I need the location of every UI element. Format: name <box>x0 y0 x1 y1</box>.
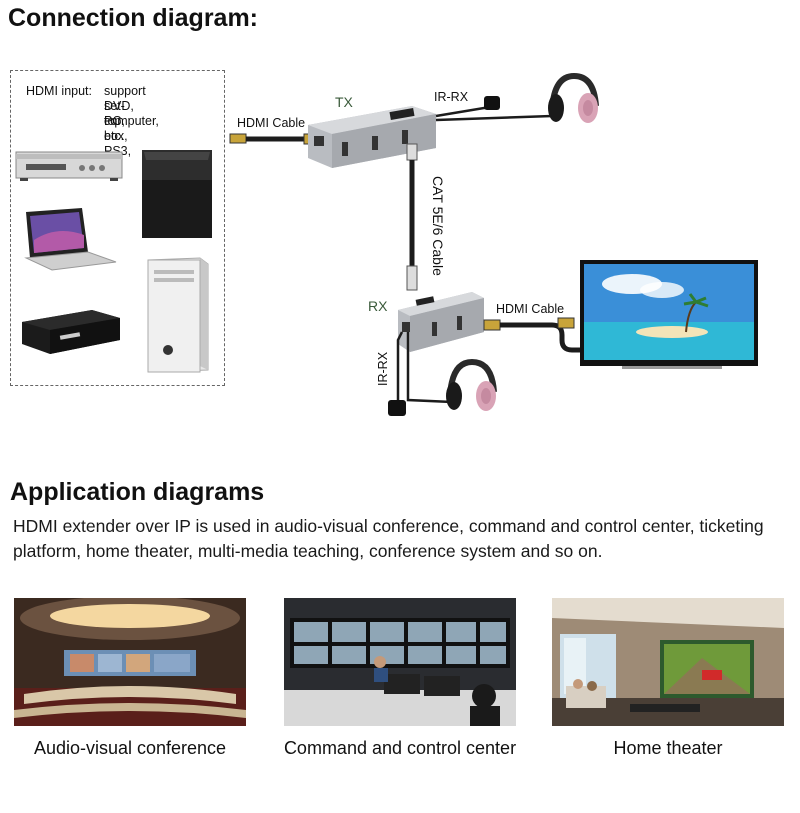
hdmi-cable-right-label: HDMI Cable <box>496 302 565 316</box>
headphones-bottom-icon <box>446 358 497 411</box>
ir-rx-bottom-label: IR-RX <box>376 351 390 386</box>
input-devices-illustration <box>15 150 212 373</box>
input-line-1: support DVD, PC, <box>104 84 146 128</box>
home-theater-photo <box>552 598 784 726</box>
headphones-top-icon <box>548 72 599 123</box>
connection-diagram-title: Connection diagram: <box>8 4 259 32</box>
input-description: HDMI input: support DVD, PC, set-top box… <box>26 84 159 158</box>
caption-home-theater: Home theater <box>613 738 723 758</box>
wiring-diagram <box>229 72 758 416</box>
application-description: HDMI extender over IP is used in audio-v… <box>13 516 764 561</box>
input-line-3: computer, etc. <box>104 114 159 143</box>
conference-photo <box>14 598 246 726</box>
input-label: HDMI input: <box>26 84 92 98</box>
set-top-box-icon <box>22 310 120 354</box>
hdmi-cable-left <box>229 133 321 145</box>
tx-label: TX <box>335 94 353 110</box>
game-console-icon <box>142 150 212 238</box>
cat-cable <box>406 143 418 291</box>
audio-cable-top <box>435 114 553 122</box>
laptop-icon <box>24 208 117 271</box>
rx-extender <box>398 292 484 352</box>
application-diagrams-title: Application diagrams <box>10 478 265 506</box>
tv-display-icon <box>580 260 758 369</box>
audio-cable-bottom <box>406 332 453 404</box>
pc-tower-icon <box>147 257 209 373</box>
hdmi-cable-right <box>483 317 580 353</box>
ir-rx-top-cable <box>435 96 500 118</box>
rx-label: RX <box>368 298 388 314</box>
hdmi-cable-left-label: HDMI Cable <box>237 116 306 130</box>
control-center-photo <box>284 598 516 726</box>
dvd-player-icon <box>15 151 123 181</box>
tx-extender <box>308 106 436 168</box>
caption-conference: Audio-visual conference <box>33 738 227 758</box>
caption-control-center: Command and control center <box>283 738 517 758</box>
cat-cable-label: CAT 5E/6 Cable <box>430 176 446 276</box>
input-devices-box <box>10 70 225 386</box>
ir-rx-top-label: IR-RX <box>434 90 469 104</box>
ir-rx-bottom-cable <box>388 331 406 416</box>
